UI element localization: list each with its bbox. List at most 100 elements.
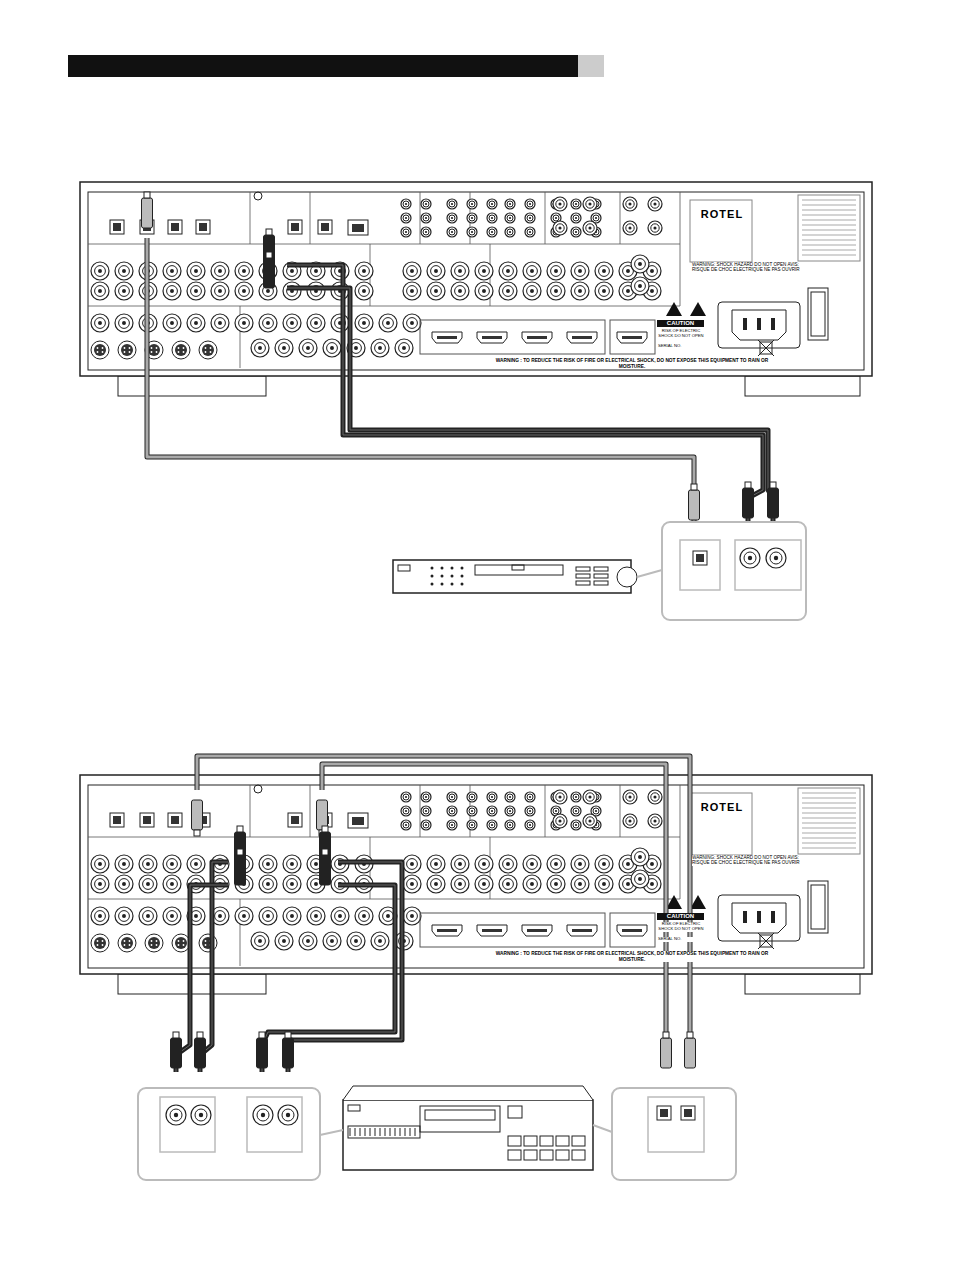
rca-jack <box>547 855 565 873</box>
cable-plug <box>257 1032 268 1068</box>
rca-jack <box>403 907 421 925</box>
rca-jack <box>251 339 269 357</box>
rca-jack <box>451 282 469 300</box>
rca-jack <box>427 262 445 280</box>
warning-text: WARNING: SHOCK HAZARD DO NOT OPEN AVIS: … <box>692 262 810 273</box>
hdmi-port <box>432 925 462 936</box>
rca-jack <box>275 932 293 950</box>
rca-jack <box>553 814 567 828</box>
rca-jack <box>235 282 253 300</box>
svideo-jack <box>91 934 109 952</box>
rca-jack <box>475 875 493 893</box>
rca-jack <box>283 282 301 300</box>
rca-jack <box>648 814 662 828</box>
cable-plug <box>768 482 779 518</box>
rca-jack <box>163 907 181 925</box>
rca-jack <box>623 814 637 828</box>
rca-jack <box>487 806 497 816</box>
svideo-jack <box>145 934 163 952</box>
rca-jack <box>371 339 389 357</box>
recorder <box>343 1086 593 1170</box>
rca-jack <box>403 282 421 300</box>
rca-jack <box>355 262 373 280</box>
rca-jack <box>525 820 535 830</box>
rca-jack <box>571 262 589 280</box>
rca-jack <box>259 875 277 893</box>
rca-jack <box>487 227 497 237</box>
receiver-node: ROTELWARNING: SHOCK HAZARD DO NOT OPEN A… <box>80 182 872 382</box>
rca-jack <box>253 1105 273 1125</box>
cable-plug <box>661 1032 672 1068</box>
warning-text: WARNING : TO REDUCE THE RISK OF FIRE OR … <box>482 951 782 962</box>
hdmi-port <box>522 925 552 936</box>
svideo-jack <box>199 341 217 359</box>
rca-jack <box>553 790 567 804</box>
receiver-rear-panel <box>80 182 872 396</box>
rca-jack <box>163 262 181 280</box>
cable-plug <box>142 192 153 228</box>
analog-cable <box>262 885 395 1072</box>
rca-jack <box>139 855 157 873</box>
rca-jack <box>91 282 109 300</box>
rca-jack <box>163 314 181 332</box>
rca-jack <box>166 1105 186 1125</box>
header-bar-tab <box>578 55 604 77</box>
analog-cable <box>287 288 773 525</box>
rca-jack <box>487 792 497 802</box>
rca-jack <box>583 221 597 235</box>
rca-jack <box>299 932 317 950</box>
rca-jack <box>421 213 431 223</box>
warning-text: RISK OF ELECTRIC SHOCK DO NOT OPEN <box>658 922 704 932</box>
rca-jack <box>211 262 229 280</box>
rca-jack <box>211 314 229 332</box>
rca-jack <box>571 806 581 816</box>
rca-jack <box>623 790 637 804</box>
rca-jack <box>421 806 431 816</box>
rca-jack <box>115 314 133 332</box>
rca-jack <box>595 262 613 280</box>
rca-jack <box>766 548 786 568</box>
rca-jack <box>115 875 133 893</box>
optical-jack <box>288 220 302 234</box>
rca-jack <box>623 197 637 211</box>
rca-jack <box>631 255 649 273</box>
rca-jack <box>447 792 457 802</box>
cd-player <box>393 560 637 593</box>
caution-label: CAUTION <box>657 320 704 327</box>
rca-jack <box>467 820 477 830</box>
rca-jack <box>371 932 389 950</box>
optical-cable <box>147 238 694 525</box>
svideo-jack <box>118 934 136 952</box>
rca-jack <box>403 855 421 873</box>
optical-jack <box>140 813 154 827</box>
optical-cable <box>322 764 666 1055</box>
rca-jack <box>525 213 535 223</box>
rca-jack <box>307 907 325 925</box>
rca-jack <box>475 262 493 280</box>
rca-jack <box>355 907 373 925</box>
rca-jack <box>505 199 515 209</box>
optical-jack <box>681 1106 695 1120</box>
rca-jack <box>401 792 411 802</box>
rca-jack <box>525 792 535 802</box>
rca-jack <box>251 932 269 950</box>
rca-jack <box>523 855 541 873</box>
rca-jack <box>505 213 515 223</box>
rca-jack <box>487 820 497 830</box>
rca-jack <box>583 814 597 828</box>
rca-jack <box>323 339 341 357</box>
rca-jack <box>91 907 109 925</box>
hdmi-port <box>477 925 507 936</box>
rca-jack <box>740 548 760 568</box>
rca-jack <box>427 282 445 300</box>
rca-jack <box>547 875 565 893</box>
rca-jack <box>648 790 662 804</box>
cable-plug <box>689 484 700 520</box>
rca-jack <box>187 282 205 300</box>
rca-jack <box>259 907 277 925</box>
rca-jack <box>631 277 649 295</box>
rca-jack <box>421 792 431 802</box>
warning-text: WARNING : TO REDUCE THE RISK OF FIRE OR … <box>482 358 782 369</box>
rca-jack <box>467 213 477 223</box>
rca-jack <box>475 855 493 873</box>
